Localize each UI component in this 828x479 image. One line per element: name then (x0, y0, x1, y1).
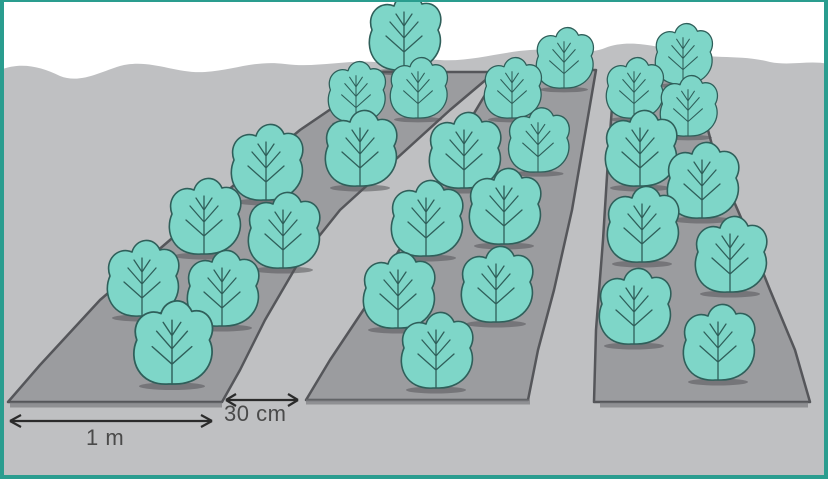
lettuce-icon (536, 28, 593, 93)
lettuce-icon (391, 180, 463, 261)
bed-width-label: 1 m (86, 425, 124, 450)
lettuce-icon (169, 178, 241, 259)
lettuce-icon (134, 301, 213, 390)
lettuce-icon (607, 186, 679, 267)
lettuce-icon (248, 192, 320, 273)
path-width-label: 30 cm (224, 401, 286, 426)
lettuce-icon (461, 246, 533, 327)
lettuce-icon (695, 216, 767, 297)
lettuce-icon (363, 252, 435, 333)
lettuce-icon (605, 110, 677, 191)
lettuce-icon (509, 108, 570, 177)
lettuce-icon (469, 168, 541, 249)
lettuce-icon (683, 304, 755, 385)
lettuce-icon (599, 268, 671, 349)
lettuce-icon (325, 110, 397, 191)
lettuce-icon (401, 312, 473, 393)
lettuce-icon (606, 58, 663, 123)
lettuce-icon (390, 58, 447, 123)
